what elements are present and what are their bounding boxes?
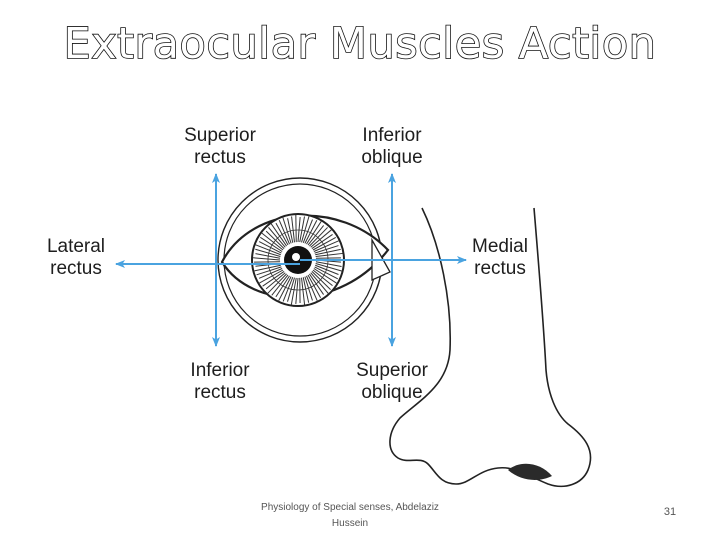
- iris-striation: [306, 221, 322, 245]
- iris-striation: [254, 264, 281, 272]
- label-medial-rectus-line2: rectus: [474, 258, 526, 279]
- iris-striation: [315, 261, 342, 267]
- label-medial-rectus-line1: Medial: [472, 236, 528, 257]
- iris-striation: [315, 252, 343, 257]
- iris-striation: [278, 220, 290, 245]
- iris-striation: [301, 277, 306, 305]
- label-inferior-rectus: Inferior rectus: [160, 360, 280, 404]
- iris-striation: [295, 277, 299, 304]
- nostril: [508, 463, 552, 480]
- iris-striation: [267, 273, 287, 294]
- footer-text: Physiology of Special senses, Abdelaziz …: [261, 502, 439, 529]
- iris-striation: [255, 244, 281, 256]
- iris-striation: [256, 266, 282, 276]
- label-inferior-oblique-line1: Inferior: [362, 125, 422, 146]
- iris-striation: [312, 269, 333, 287]
- iris-striation: [260, 236, 283, 252]
- iris-striation: [282, 277, 294, 302]
- iris-striation: [253, 257, 281, 261]
- iris-striation: [310, 272, 329, 294]
- label-inferior-rectus-line2: rectus: [194, 382, 246, 403]
- iris-striation: [309, 227, 328, 247]
- iris-striation: [278, 276, 292, 301]
- iris-striation: [302, 277, 310, 303]
- iris-striation: [258, 268, 283, 279]
- iris-striation: [265, 230, 285, 249]
- label-lateral-rectus-line1: Lateral: [46, 236, 106, 257]
- pupil-highlight: [292, 253, 300, 261]
- iris-striation: [275, 222, 289, 246]
- iris-striation: [313, 240, 339, 252]
- iris-striation: [268, 227, 286, 248]
- iris-striation: [287, 277, 295, 302]
- iris-striation: [291, 216, 295, 243]
- iris-striation: [311, 271, 331, 290]
- label-superior-oblique-line1: Superior: [356, 360, 428, 381]
- iris-striation: [282, 217, 292, 244]
- iris-striation: [301, 216, 310, 243]
- iris-striation: [314, 245, 339, 254]
- iris-striation: [304, 220, 318, 244]
- iris-striation: [299, 216, 305, 243]
- iris-striation: [265, 272, 286, 290]
- iris-striation: [313, 268, 337, 284]
- label-superior-rectus: Superior rectus: [160, 125, 280, 169]
- iris-striation: [304, 276, 313, 301]
- label-superior-oblique-line2: oblique: [361, 382, 423, 403]
- iris-striation: [309, 273, 324, 295]
- label-inferior-rectus-line1: Inferior: [190, 360, 250, 381]
- iris-striation: [312, 236, 337, 251]
- iris-striation: [259, 269, 284, 284]
- iris-striation: [315, 264, 339, 275]
- label-superior-rectus-line1: Superior: [184, 125, 256, 146]
- iris-striation: [311, 234, 333, 249]
- nose-outline: [389, 207, 592, 488]
- label-superior-rectus-line2: rectus: [194, 147, 246, 168]
- label-superior-oblique: Superior oblique: [332, 360, 452, 404]
- label-lateral-rectus-line2: rectus: [50, 258, 102, 279]
- label-inferior-oblique-line2: oblique: [361, 147, 423, 168]
- iris-striation: [275, 275, 290, 298]
- slide-title: Extraocular Muscles Action: [63, 18, 657, 70]
- iris-striation: [315, 248, 341, 256]
- iris-striation: [258, 241, 282, 254]
- iris-striation: [310, 229, 332, 248]
- iris-striation: [261, 232, 284, 251]
- iris-striation: [287, 218, 294, 243]
- iris-striation: [255, 248, 281, 257]
- iris-striation: [255, 253, 281, 259]
- iris-striation: [297, 217, 301, 243]
- iris-striation: [314, 266, 338, 280]
- iris-striation: [306, 275, 318, 301]
- iris-striation: [307, 225, 325, 246]
- label-inferior-oblique: Inferior oblique: [332, 125, 452, 169]
- label-lateral-rectus: Lateral rectus: [16, 236, 136, 280]
- iris-striation: [270, 223, 287, 247]
- iris-striation: [271, 274, 289, 296]
- page-number: 31: [663, 506, 677, 518]
- iris-striation: [262, 271, 285, 287]
- iris-striation: [315, 263, 342, 272]
- iris-striation: [307, 274, 322, 299]
- iris-striation: [290, 277, 297, 305]
- iris-striation: [302, 219, 313, 243]
- label-medial-rectus: Medial rectus: [440, 236, 560, 280]
